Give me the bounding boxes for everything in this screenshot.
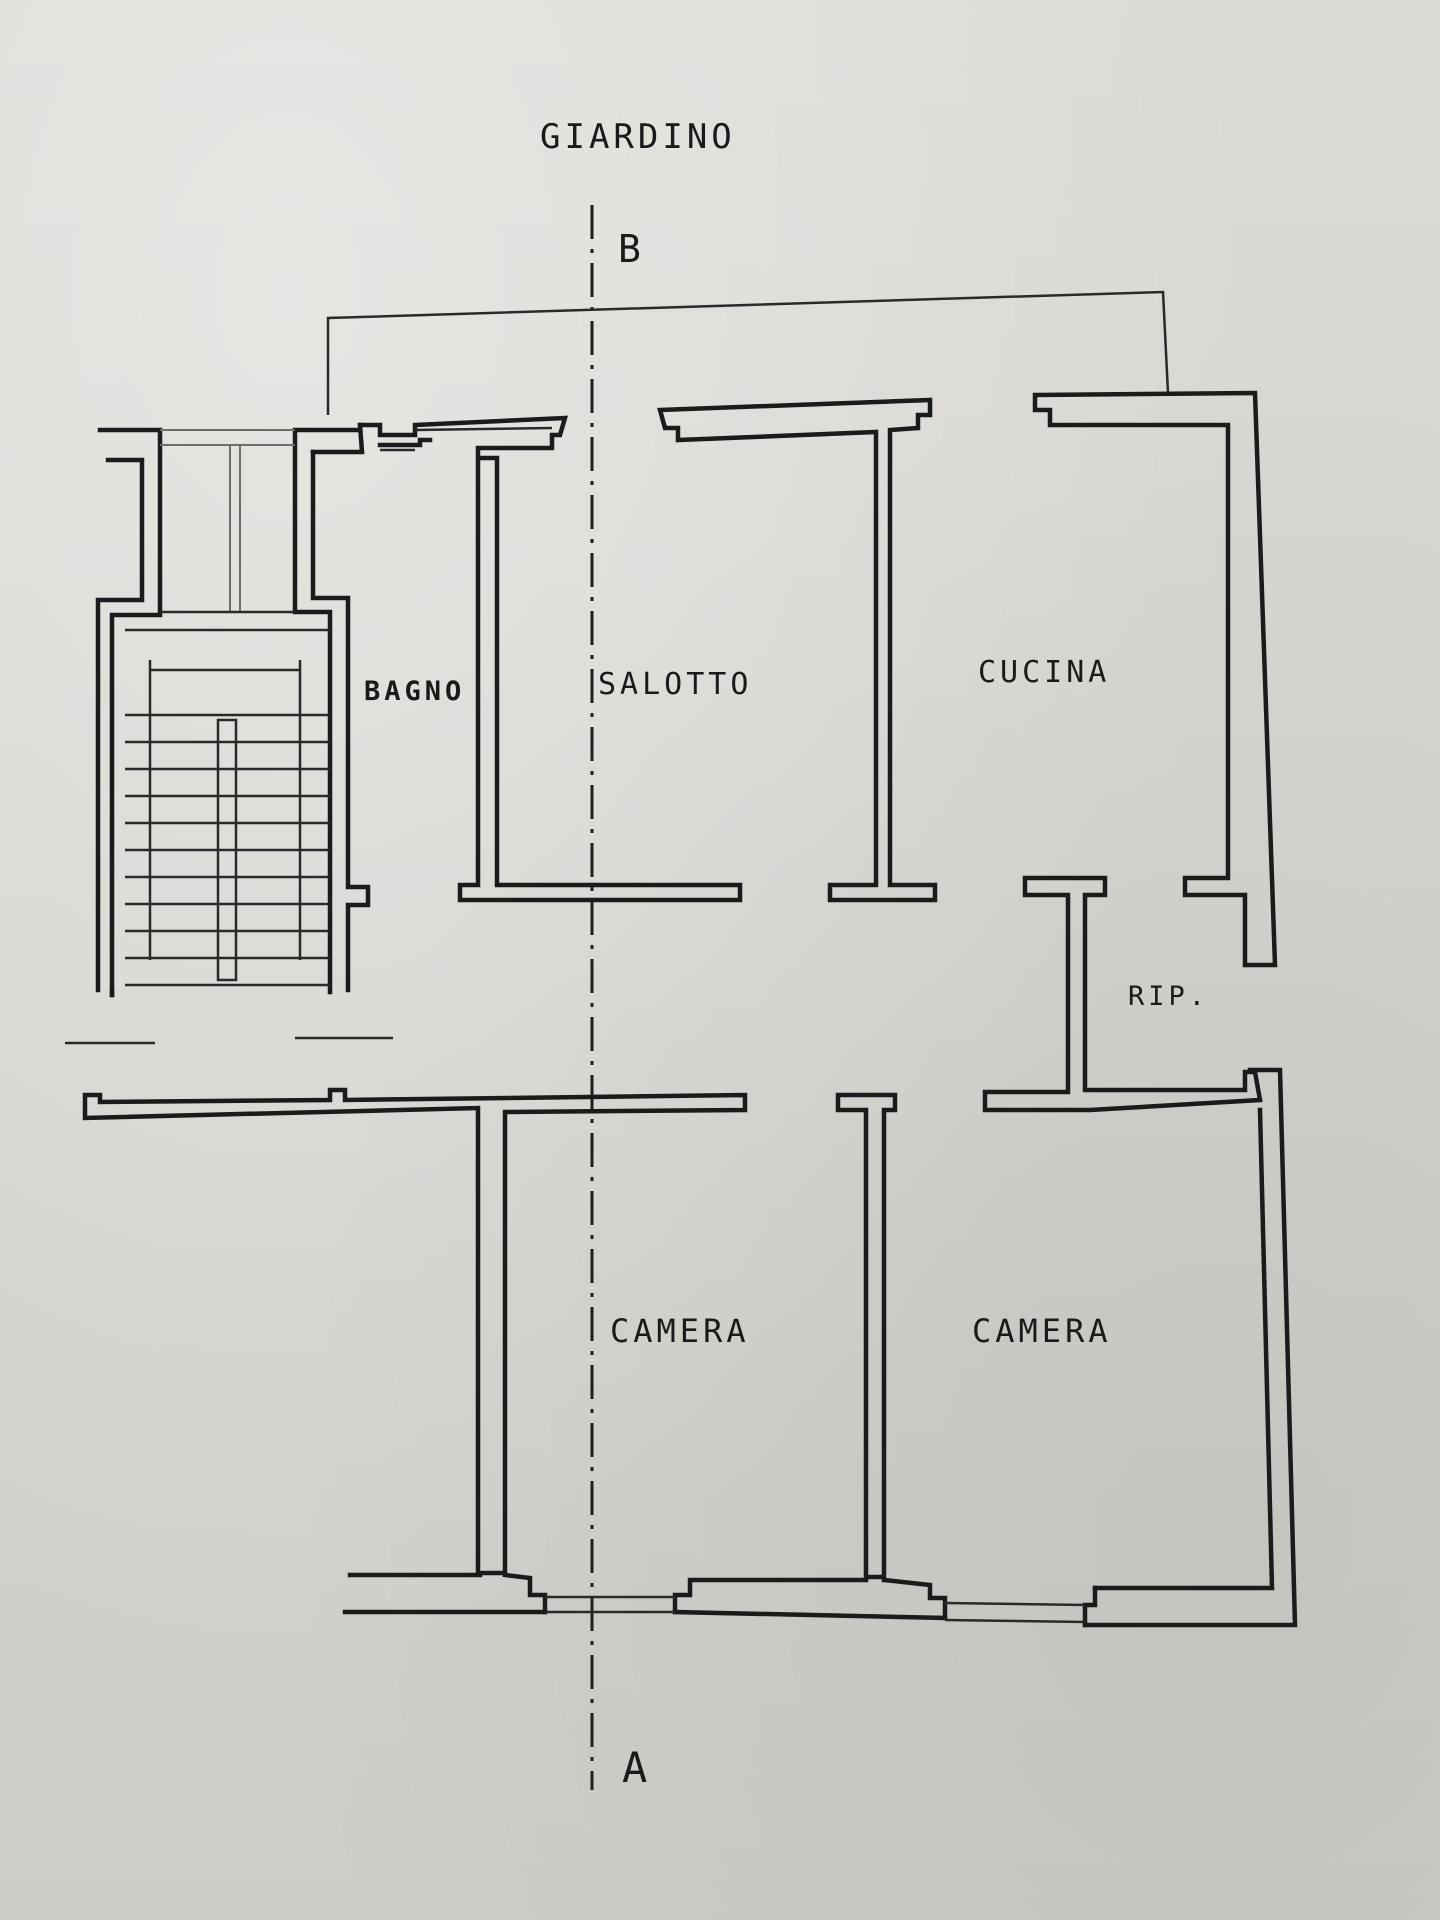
north-wall (310, 390, 1278, 968)
label-cucina: CUCINA (978, 655, 1110, 690)
label-rip: RIP. (1128, 981, 1209, 1012)
cucina-east-wall (1032, 390, 1278, 968)
bedroom-partition (835, 1092, 898, 1580)
stairwell-wall-right (292, 427, 363, 995)
stair-center-handrail (216, 718, 238, 982)
east-facade-wall (1082, 1067, 1298, 1628)
label-salotto: SALOTTO (598, 667, 752, 702)
storage-walls (982, 875, 1263, 1113)
label-giardino: GIARDINO (540, 117, 736, 157)
stairwell-wall-left (97, 427, 163, 998)
stairwell (65, 427, 393, 1045)
south-wall (342, 1572, 1098, 1628)
garden-terrace-outline (326, 290, 1170, 415)
salotto-cucina-partition (657, 397, 938, 903)
corridor-south-wall (82, 1087, 748, 1576)
label-section-a: A (622, 1743, 651, 1792)
bagno-salotto-wall (357, 415, 743, 903)
label-camera-left: CAMERA (610, 1312, 750, 1350)
label-camera-right: CAMERA (972, 1312, 1112, 1350)
label-bagno: BAGNO (364, 676, 465, 707)
stair-treads (125, 713, 330, 960)
label-section-b: B (618, 227, 645, 271)
